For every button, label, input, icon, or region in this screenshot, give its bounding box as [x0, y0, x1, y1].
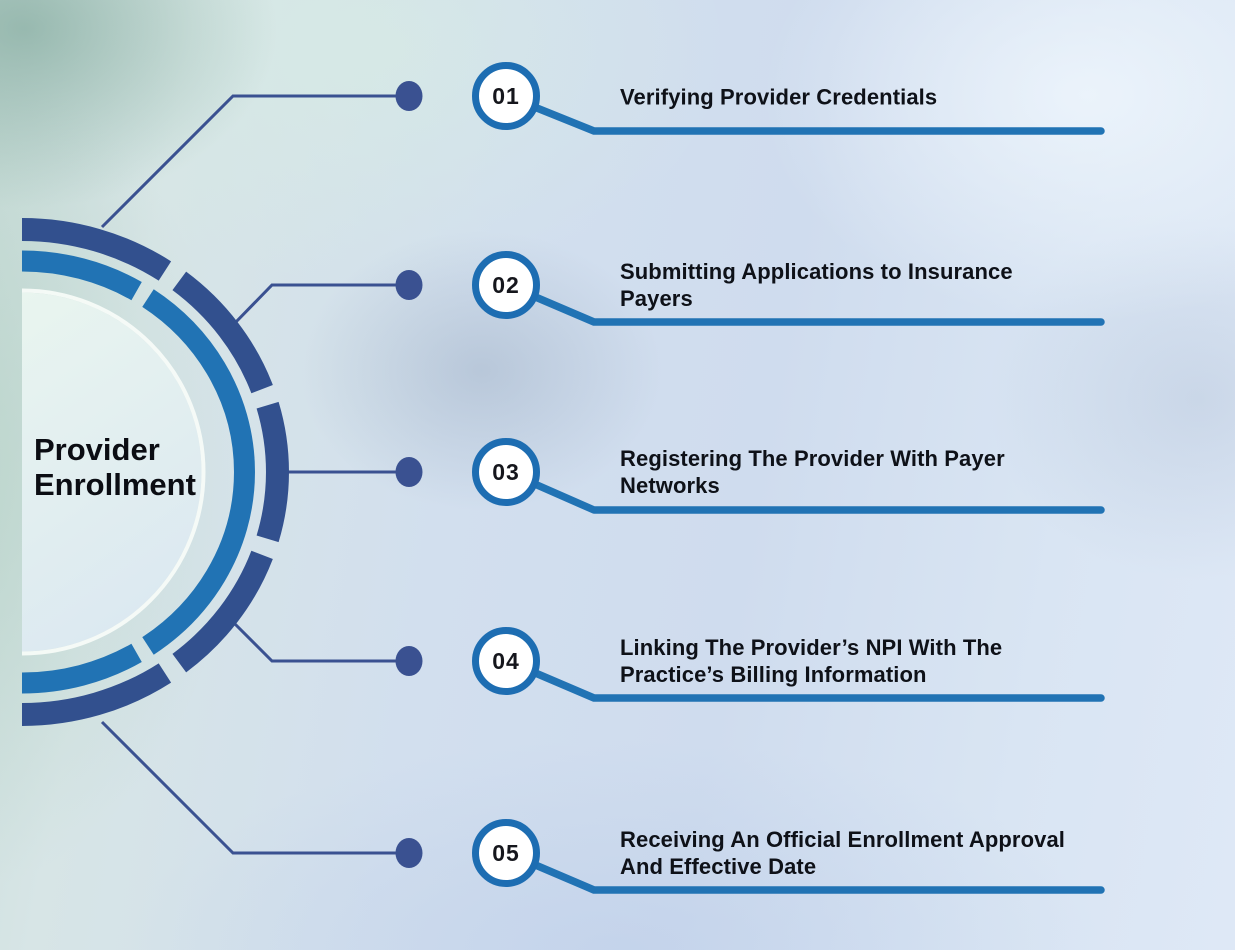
step-title-4: Linking The Provider’s NPI With The Prac…: [620, 634, 1120, 688]
step-number-2: 02: [492, 271, 520, 298]
connector-line-step5: [100, 720, 409, 855]
step-title-3-line2: Networks: [620, 473, 720, 498]
step-title-1: Verifying Provider Credentials: [620, 84, 1120, 111]
step-title-2-line1: Submitting Applications to Insurance: [620, 259, 1013, 284]
connector-dot-step1: [395, 81, 423, 111]
step-title-4-line1: Linking The Provider’s NPI With The: [620, 635, 1003, 660]
step-title-5-line2: And Effective Date: [620, 854, 817, 879]
center-title-line1: Provider: [34, 432, 160, 467]
step-underlines: [508, 94, 1105, 894]
step-underline-2: [508, 283, 1105, 326]
step-number-3: 03: [492, 458, 520, 485]
center-semicircle-rim: [21, 288, 206, 656]
connector-dots: [395, 81, 423, 868]
connector-line-step4: [231, 620, 409, 663]
step-title-5-line1: Receiving An Official Enrollment Approva…: [620, 827, 1065, 852]
step-title-4-line2: Practice’s Billing Information: [620, 662, 927, 687]
step-number-5: 05: [492, 839, 520, 866]
inner-blue-arc: [21, 250, 255, 694]
step-number-4: 04: [492, 647, 520, 674]
step-underline-1: [508, 94, 1105, 135]
connector-dot-step3: [395, 457, 423, 487]
center-semicircle: [22, 292, 202, 652]
center-title: Provider Enrollment: [34, 432, 196, 502]
step-badge-4: 04: [472, 627, 540, 695]
connector-dot-step4: [395, 646, 423, 676]
connector-dot-step5: [395, 838, 423, 868]
step-number-1: 01: [492, 82, 520, 109]
center-title-line2: Enrollment: [34, 467, 196, 502]
connector-dot-step2: [395, 270, 423, 300]
connector-line-step1: [100, 94, 409, 229]
outer-navy-dashed-arc: [21, 218, 289, 726]
step-badge-2: 02: [472, 251, 540, 319]
step-title-5: Receiving An Official Enrollment Approva…: [620, 826, 1120, 880]
connector-lines: [100, 94, 409, 855]
step-title-3-line1: Registering The Provider With Payer: [620, 446, 1005, 471]
step-badge-1: 01: [472, 62, 540, 130]
step-underline-5: [508, 851, 1105, 894]
step-underline-4: [508, 659, 1105, 702]
step-badge-5: 05: [472, 819, 540, 887]
step-badge-3: 03: [472, 438, 540, 506]
step-title-2: Submitting Applications to Insurance Pay…: [620, 258, 1120, 312]
connector-line-step2: [231, 283, 409, 327]
step-underline-3: [508, 470, 1105, 514]
step-title-1-line1: Verifying Provider Credentials: [620, 84, 938, 110]
step-title-3: Registering The Provider With Payer Netw…: [620, 445, 1120, 499]
step-title-2-line2: Payers: [620, 286, 693, 311]
